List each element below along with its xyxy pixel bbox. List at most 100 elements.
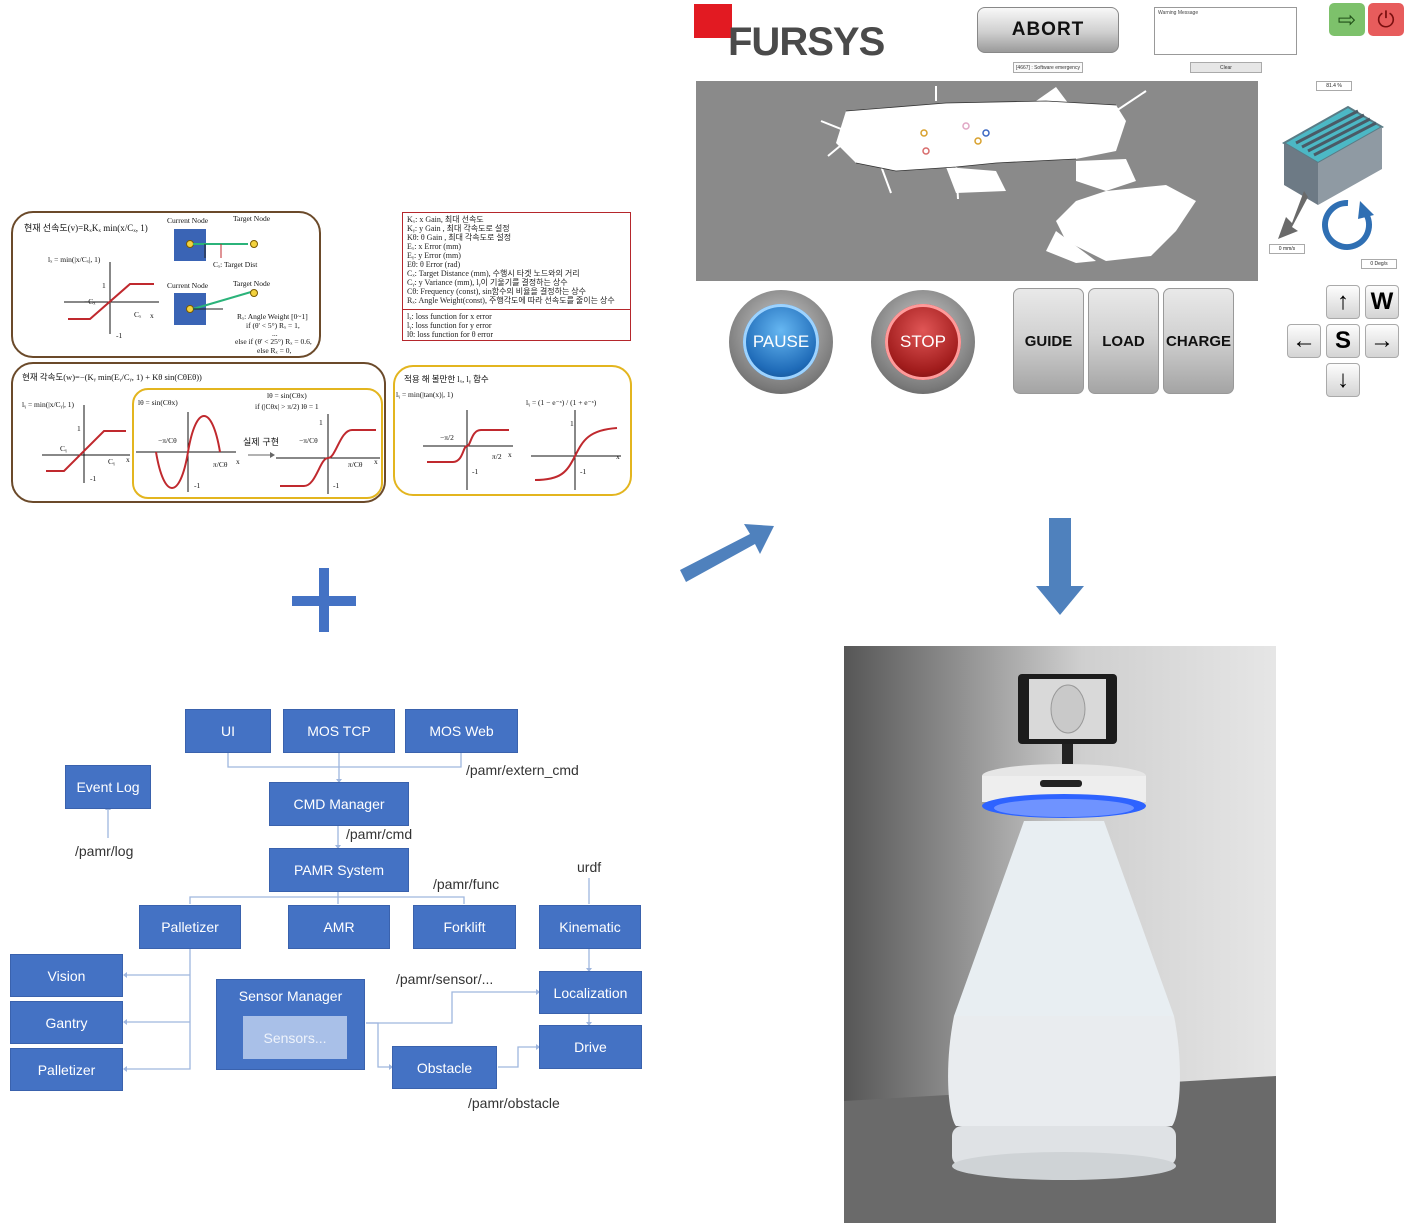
linear-speed-field: 0 mm/s <box>1269 244 1305 254</box>
status-message-field: [4667] : Software emergency <box>1013 62 1083 73</box>
ltheta-sine-graph <box>136 412 236 492</box>
ltheta-x: x <box>236 457 240 466</box>
abort-button[interactable]: ABORT <box>977 7 1119 53</box>
vision-block: Vision <box>10 954 123 997</box>
occupancy-map[interactable] <box>696 81 1258 281</box>
extern-cmd-topic: /pamr/extern_cmd <box>466 762 579 778</box>
tan-x: x <box>508 450 512 459</box>
target-arrow-1 <box>193 243 248 258</box>
ltheta-pi: π/Cθ <box>213 460 228 469</box>
stop-button-face: STOP <box>885 304 961 380</box>
variable-legend: Kₓ: x Gain, 최대 선속도 Kᵧ: y Gain , 최대 각속도로 … <box>402 212 631 310</box>
target-node-label-1: Target Node <box>233 214 271 223</box>
cmd-topic: /pamr/cmd <box>346 826 413 842</box>
ltheta-impl-x: x <box>374 457 378 466</box>
load-button[interactable]: LOAD <box>1088 288 1159 394</box>
ltheta-neg-pi: −π/Cθ <box>158 436 177 445</box>
actual-impl-label: 실제 구현 <box>243 438 279 448</box>
lx-axis-neg-cx: −Cₓ <box>84 297 96 306</box>
candidate-functions-panel <box>393 365 632 496</box>
lx-axis-cx: Cₓ <box>134 310 142 319</box>
pause-button-face: PAUSE <box>743 304 819 380</box>
target-arrow-2 <box>192 291 252 310</box>
robot-photo <box>844 646 1276 1223</box>
legend-line: Cᵧ: y Variance (mm), lᵧ이 기울기를 결정하는 상수 <box>407 278 568 287</box>
legend-line: Kᵧ: y Gain , 최대 각속도로 설정 <box>407 224 510 233</box>
map-drawing <box>820 86 1196 263</box>
ly-formula: lᵧ = min(|x/Cᵧ|, 1) <box>22 400 75 409</box>
sensors-block: Sensors... <box>243 1016 347 1059</box>
tan-graph <box>423 410 513 490</box>
legend-line: Eₓ: x Error (mm) <box>407 242 462 251</box>
impl-arrow <box>248 452 275 458</box>
candidate-functions-title: 적용 해 볼만한 lₓ, lᵧ 함수 <box>404 374 489 384</box>
right-arrow-key[interactable]: → <box>1365 324 1399 358</box>
legend-line: Rₓ: Angle Weight(const), 주행각도에 따라 선속도를 줄… <box>407 296 615 305</box>
loss-line: lθ: loss function for θ error <box>407 330 494 339</box>
palletizer-sub-block: Palletizer <box>10 1048 123 1091</box>
legend-line: Kₓ: x Gain, 최대 선속도 <box>407 215 484 224</box>
power-icon: ⏻ <box>1377 6 1395 32</box>
angle-weight-label: Rₓ: Angle Weight [0~1] <box>237 312 308 321</box>
forklift-block: Forklift <box>413 905 516 949</box>
target-node-label-2: Target Node <box>233 279 271 288</box>
sigmoid-x: x <box>616 452 620 461</box>
charge-button[interactable]: CHARGE <box>1163 288 1234 394</box>
diagonal-arrow <box>680 524 774 582</box>
localization-block: Localization <box>539 971 642 1014</box>
tan-pi-2: π/2 <box>492 452 502 461</box>
lx-formula: lₓ = min(|x/Cₓ|, 1) <box>48 255 101 264</box>
target-node-dot-2 <box>250 289 258 297</box>
ly-axis-x: x <box>126 455 130 464</box>
obstacle-block: Obstacle <box>392 1046 497 1089</box>
exit-icon: ⇨ <box>1337 6 1357 32</box>
sigmoid-graph <box>531 410 621 490</box>
pause-button[interactable]: PAUSE <box>729 290 833 394</box>
clear-button[interactable]: Clear <box>1190 62 1262 73</box>
robot-illustration <box>844 674 1276 1223</box>
legend-line: Eθ: θ Error (rad) <box>407 260 461 269</box>
ltheta-impl-formula: lθ = sin(Cθx) <box>267 391 307 400</box>
stop-button[interactable]: STOP <box>871 290 975 394</box>
loss-line: lₓ: loss function for x error <box>407 312 492 321</box>
mos-tcp-block: MOS TCP <box>283 709 395 753</box>
kinematic-block: Kinematic <box>539 905 641 949</box>
w-key[interactable]: W <box>1365 285 1399 319</box>
sensor-topic: /pamr/sensor/... <box>396 971 494 987</box>
drive-block: Drive <box>539 1025 642 1069</box>
ui-block: UI <box>185 709 271 753</box>
down-arrow-key[interactable]: ↓ <box>1326 363 1360 397</box>
log-topic: /pamr/log <box>75 843 134 859</box>
target-dist-label: Cₓ: Target Dist <box>213 260 258 269</box>
conveyor-robot-icon <box>1278 105 1385 250</box>
legend-line: Cₓ: Target Distance (mm), 수행시 타겟 노드와의 거리 <box>407 269 580 278</box>
sigmoid-one: 1 <box>570 419 574 428</box>
urdf-topic: urdf <box>577 859 602 875</box>
mos-web-block: MOS Web <box>405 709 518 753</box>
exit-button[interactable]: ⇨ <box>1329 3 1365 36</box>
legend-line: Eᵧ: y Error (mm) <box>407 251 461 260</box>
cmd-manager-block: CMD Manager <box>269 782 409 826</box>
angle-cond-3: else Rₓ = 0, <box>257 346 292 355</box>
fursys-logo-text: FURSYS <box>728 20 885 64</box>
loss-legend: lₓ: loss function for x error lᵧ: loss f… <box>402 309 631 341</box>
guide-button[interactable]: GUIDE <box>1013 288 1084 394</box>
linear-velocity-panel <box>11 211 321 358</box>
ly-axis-cy-pos: Cᵧ <box>108 457 115 466</box>
ly-axis-cy: Cᵧ <box>60 444 67 453</box>
power-button[interactable]: ⏻ <box>1368 3 1404 36</box>
s-key[interactable]: S <box>1326 324 1360 358</box>
sigmoid-formula: lᵧ = (1 − e⁻ˣ) / (1 + e⁻ˣ) <box>526 398 597 407</box>
ly-axis-minus-one: -1 <box>90 474 97 483</box>
ltheta-formula: lθ = sin(Cθx) <box>138 398 178 407</box>
loss-line: lᵧ: loss function for y error <box>407 321 492 330</box>
warning-message-box: Warning Message <box>1154 7 1297 55</box>
down-arrow <box>1036 518 1084 615</box>
func-topic: /pamr/func <box>433 876 500 892</box>
architecture-connectors <box>105 752 592 1072</box>
ltheta-impl-pi: π/Cθ <box>348 460 363 469</box>
up-arrow-key[interactable]: ↑ <box>1326 285 1360 319</box>
left-arrow-key[interactable]: ← <box>1287 324 1321 358</box>
lx-axis-x: x <box>150 311 154 320</box>
palletizer-block: Palletizer <box>139 905 241 949</box>
